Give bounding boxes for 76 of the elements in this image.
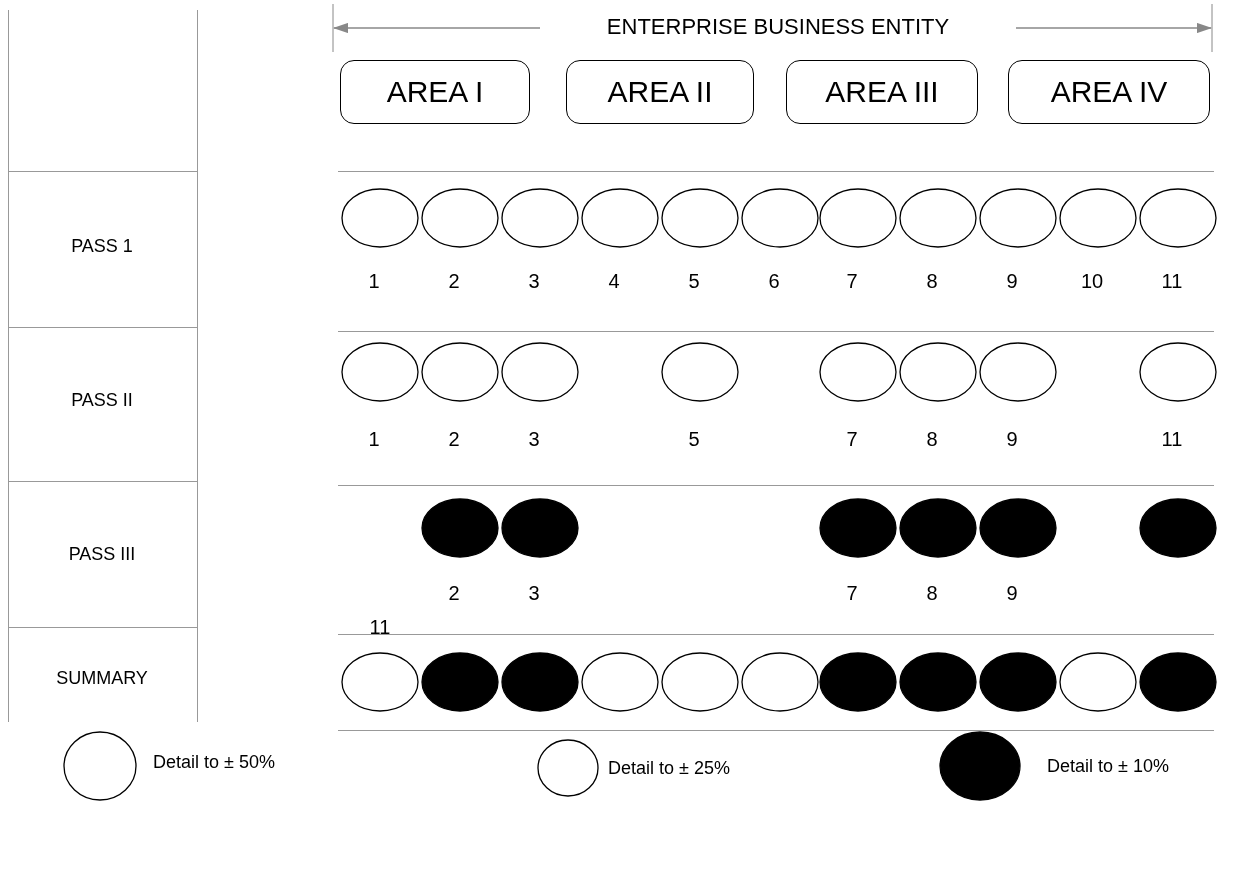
- filled-ellipse: [899, 498, 977, 558]
- area-box: [566, 60, 754, 124]
- item-number: 5: [688, 270, 700, 293]
- item-number: 7: [846, 270, 858, 293]
- filled-ellipse: [819, 498, 897, 558]
- item-number: 11: [1161, 270, 1183, 293]
- item-number: 1: [368, 428, 380, 451]
- item-number: 6: [768, 270, 780, 293]
- ellipse: [819, 342, 897, 402]
- item-number: 10: [1080, 270, 1104, 293]
- item-number: 2: [448, 428, 460, 451]
- area-box: [340, 60, 530, 124]
- ellipse: [661, 342, 739, 402]
- item-number: 2: [448, 582, 460, 605]
- legend-label: Detail to ± 10%: [1047, 756, 1169, 777]
- ellipse: [661, 188, 739, 248]
- row-label: PASS III: [67, 544, 137, 565]
- ellipse: [341, 342, 419, 402]
- ellipse: [899, 188, 977, 248]
- item-number: 9: [1006, 428, 1018, 451]
- area-box: [1008, 60, 1210, 124]
- area-box: [786, 60, 978, 124]
- item-number: 7: [846, 582, 858, 605]
- row-label: SUMMARY: [55, 668, 149, 689]
- area-label: AREA III: [825, 75, 939, 109]
- ellipse: [501, 342, 579, 402]
- row-label: PASS 1: [70, 236, 134, 257]
- ellipse: [421, 188, 499, 248]
- ellipse: [581, 652, 659, 712]
- item-number: 11: [1161, 428, 1183, 451]
- item-number: 3: [528, 582, 540, 605]
- item-number: 3: [528, 428, 540, 451]
- ellipse: [1059, 188, 1137, 248]
- item-number: 8: [926, 428, 938, 451]
- ellipse: [1059, 652, 1137, 712]
- ellipse: [979, 188, 1057, 248]
- filled-ellipse: [501, 498, 579, 558]
- filled-ellipse: [1139, 652, 1217, 712]
- legend-label: Detail to ± 25%: [608, 758, 730, 779]
- filled-ellipse: [819, 652, 897, 712]
- row-label: 11: [368, 616, 392, 639]
- area-label: AREA II: [607, 75, 713, 109]
- item-number: 5: [688, 428, 700, 451]
- filled-ellipse: [421, 652, 499, 712]
- ellipse: [1139, 188, 1217, 248]
- ellipse: [581, 188, 659, 248]
- ellipse: [501, 188, 579, 248]
- ellipse: [421, 342, 499, 402]
- filled-ellipse: [501, 652, 579, 712]
- filled-ellipse: [899, 652, 977, 712]
- area-label: AREA I: [386, 75, 484, 109]
- item-number: 9: [1006, 582, 1018, 605]
- ellipse: [979, 342, 1057, 402]
- item-number: 1: [368, 270, 380, 293]
- filled-ellipse: [979, 652, 1057, 712]
- ellipse: [741, 652, 819, 712]
- ellipse: [341, 188, 419, 248]
- item-number: 9: [1006, 270, 1018, 293]
- ellipse: [819, 188, 897, 248]
- item-number: 4: [608, 270, 620, 293]
- filled-ellipse: [1139, 498, 1217, 558]
- item-number: 8: [926, 582, 938, 605]
- legend-label: Detail to ± 50%: [153, 752, 275, 773]
- ellipse: [1139, 342, 1217, 402]
- item-number: 7: [846, 428, 858, 451]
- item-number: 2: [448, 270, 460, 293]
- area-label: AREA IV: [1050, 75, 1168, 109]
- item-number: 3: [528, 270, 540, 293]
- row-label: PASS II: [70, 390, 134, 411]
- filled-ellipse: [421, 498, 499, 558]
- filled-ellipse: [979, 498, 1057, 558]
- ellipse: [341, 652, 419, 712]
- ellipse: [899, 342, 977, 402]
- ellipse: [741, 188, 819, 248]
- ellipse: [661, 652, 739, 712]
- item-number: 8: [926, 270, 938, 293]
